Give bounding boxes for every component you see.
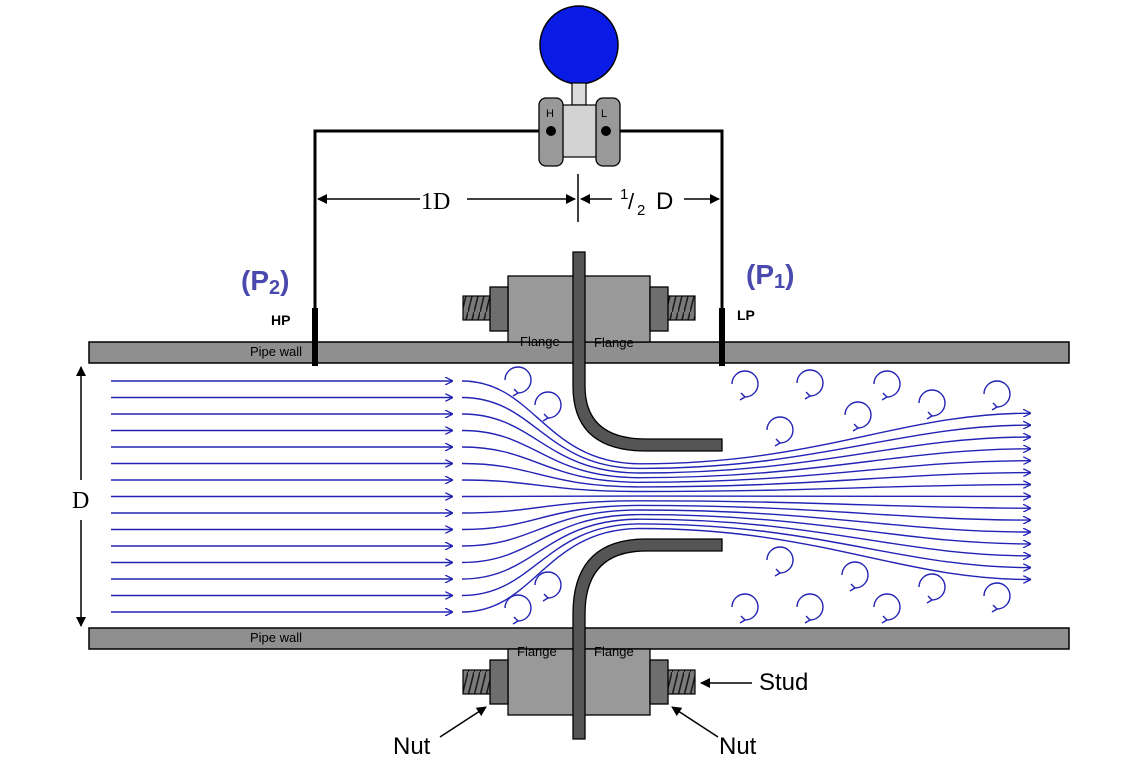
svg-text:(P1): (P1) xyxy=(746,259,794,293)
orifice-streamline xyxy=(461,509,1030,547)
svg-text:(P2): (P2) xyxy=(241,265,289,299)
orifice-streamline xyxy=(461,479,1030,493)
orifice-streamline xyxy=(461,504,1030,531)
lp-label: LP xyxy=(737,307,755,323)
p1-label: (P1) xyxy=(746,259,794,293)
orifice-streamline xyxy=(461,462,1030,488)
eddy-swirl xyxy=(731,593,759,624)
nut-right-label: Nut xyxy=(719,733,757,760)
transmitter-l-label: L xyxy=(601,108,607,120)
eddy-swirl xyxy=(873,593,901,624)
eddy-swirl xyxy=(731,370,759,401)
nut-bottom-right xyxy=(649,659,669,705)
half-d-numerator: 1 xyxy=(620,186,628,203)
orifice-plate-top xyxy=(572,251,723,452)
orifice-streamline xyxy=(461,518,1030,580)
transmitter-body xyxy=(559,104,599,158)
eddy-swirl xyxy=(766,546,794,577)
stud-label: Stud xyxy=(759,669,808,696)
diameter-label: D xyxy=(72,488,89,514)
impulse-tubing xyxy=(312,129,725,366)
eddy-swirl xyxy=(844,401,872,432)
flange-bottom-right xyxy=(583,648,651,716)
orifice-streamline xyxy=(461,523,1030,597)
one-d-label: 1D xyxy=(421,189,450,215)
orifice-streamline xyxy=(461,513,1030,564)
eddy-swirl xyxy=(841,561,869,592)
flange-top-left-label: Flange xyxy=(520,334,560,349)
transmitter-neck xyxy=(571,82,587,106)
orifice-streamline xyxy=(461,527,1030,613)
l-port xyxy=(601,126,611,136)
eddy-swirl xyxy=(983,380,1011,411)
orifice-streamline xyxy=(461,429,1030,479)
orifice-streamline xyxy=(461,446,1030,484)
orifice-streamline xyxy=(461,413,1030,474)
eddy-swirl xyxy=(534,391,562,422)
flange-bottom-left xyxy=(507,648,575,716)
dp-transmitter: H L xyxy=(538,5,621,167)
callouts: Stud Nut Nut xyxy=(393,669,808,760)
orifice-streamline xyxy=(461,396,1030,470)
diameter-dimension: D xyxy=(72,366,89,627)
hp-tap xyxy=(312,308,318,366)
eddy-swirl xyxy=(766,416,794,447)
nut-left-label: Nut xyxy=(393,733,431,760)
half-d-unit: D xyxy=(656,188,673,215)
dimension-lines: 1D 1 / 2 D xyxy=(317,174,720,222)
pipe-wall-bottom-label: Pipe wall xyxy=(250,630,302,645)
orifice-streamline xyxy=(461,500,1030,514)
flow-streamlines xyxy=(111,381,1030,612)
flange-bottom-left-label: Flange xyxy=(517,644,557,659)
eddy-swirl xyxy=(873,370,901,401)
lp-tap xyxy=(719,308,725,366)
flow-eddies xyxy=(504,366,1011,625)
eddy-swirl xyxy=(504,594,532,625)
eddy-swirl xyxy=(983,582,1011,613)
nut-bottom-left xyxy=(489,659,509,705)
pipe-wall-top-label: Pipe wall xyxy=(250,344,302,359)
orifice-plate-bottom xyxy=(572,538,723,740)
eddy-swirl xyxy=(918,389,946,420)
orifice-streamline xyxy=(461,380,1030,465)
flange-top-right xyxy=(583,275,651,343)
eddy-swirl xyxy=(796,369,824,400)
h-port xyxy=(546,126,556,136)
eddy-swirl xyxy=(504,366,532,397)
p2-label: (P2) xyxy=(241,265,289,299)
half-d-slash: / xyxy=(628,189,635,214)
nut-top-left xyxy=(489,286,509,332)
hp-label: HP xyxy=(271,312,290,328)
flange-bottom-right-label: Flange xyxy=(594,644,634,659)
nut-top-right xyxy=(649,286,669,332)
flange-top-left xyxy=(507,275,575,343)
gauge-head xyxy=(539,5,619,85)
eddy-swirl xyxy=(796,593,824,624)
transmitter-h-label: H xyxy=(546,108,554,120)
eddy-swirl xyxy=(918,573,946,604)
eddy-swirl xyxy=(534,571,562,602)
half-d-denominator: 2 xyxy=(637,202,645,219)
flange-top-right-label: Flange xyxy=(594,335,634,350)
